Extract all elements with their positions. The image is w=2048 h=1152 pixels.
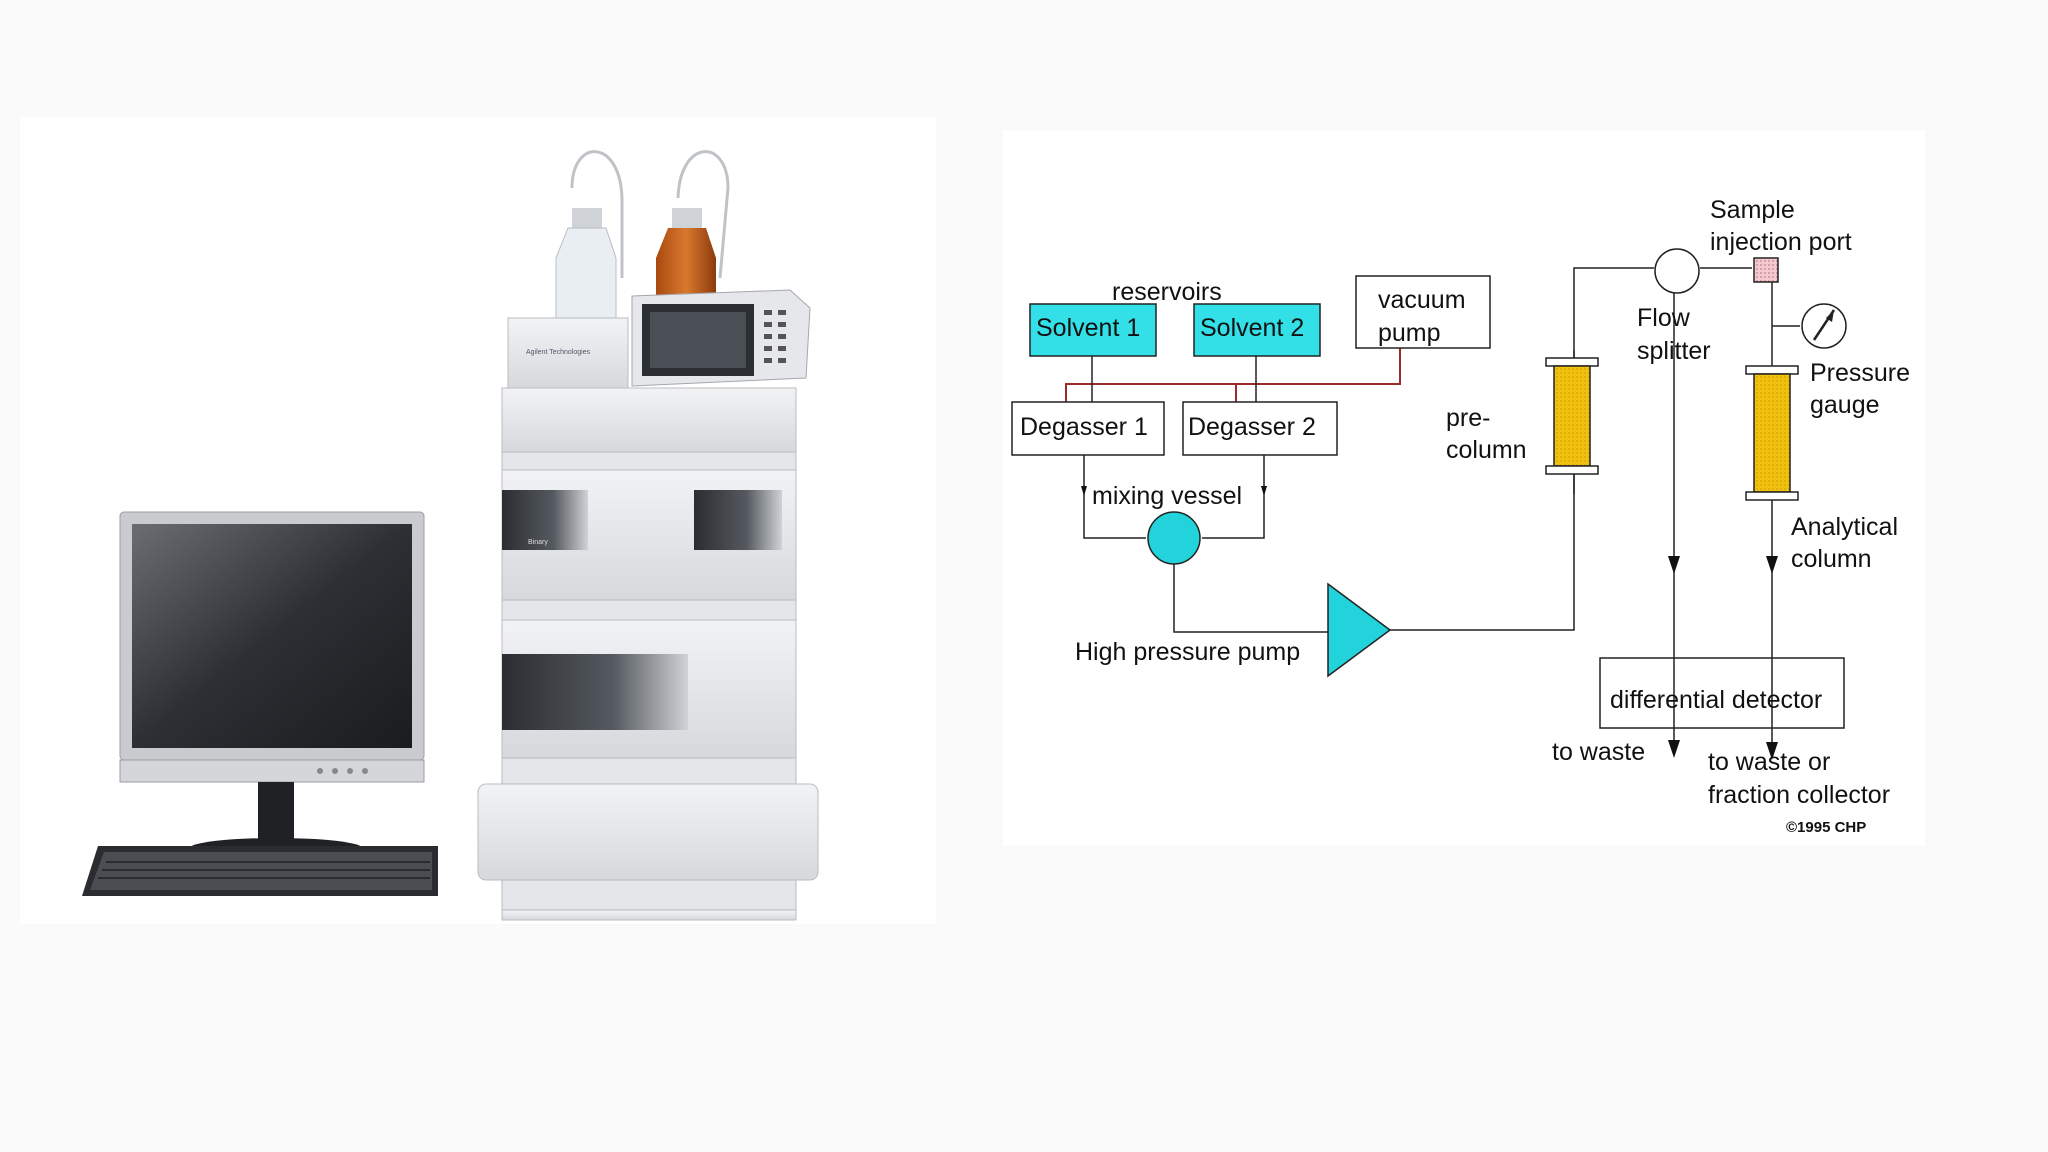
differential-detector: differential detector	[1599, 657, 1845, 729]
vacuum-pump: vacuum pump	[1355, 275, 1491, 349]
solvent-2-reservoir: Solvent 2	[1193, 303, 1321, 357]
pressure-gauge-label-1: Pressure	[1810, 359, 1910, 387]
precolumn-label-1: pre-	[1446, 404, 1490, 432]
degasser-1: Degasser 1	[1011, 401, 1165, 456]
flow-splitter	[1654, 248, 1700, 294]
sample-injection-label-2: injection port	[1710, 228, 1852, 256]
solvent-1-label: Solvent 1	[1036, 314, 1140, 342]
hplc-schematic-diagram: reservoirs Solvent 1 Solvent 2 vacuum pu…	[1003, 130, 1925, 846]
reservoirs-label: reservoirs	[1112, 278, 1222, 306]
solvent-2-label: Solvent 2	[1200, 314, 1304, 342]
copyright-label: ©1995 CHP	[1786, 819, 1866, 836]
degasser-1-label: Degasser 1	[1020, 413, 1148, 441]
mixing-vessel	[1147, 511, 1201, 565]
to-waste-or-label-1: to waste or	[1708, 748, 1830, 776]
analytical-column-label-2: column	[1791, 545, 1872, 573]
to-waste-label: to waste	[1552, 738, 1645, 766]
high-pressure-pump-label: High pressure pump	[1075, 638, 1300, 666]
degasser-2: Degasser 2	[1182, 401, 1338, 456]
sample-injection-label-1: Sample	[1710, 196, 1795, 224]
hplc-instrument-photo: Agilent Technologies Binary	[20, 118, 936, 924]
vacuum-pump-label-1: vacuum	[1378, 286, 1466, 314]
vacuum-lines	[1065, 348, 1401, 402]
flow-splitter-label-2: splitter	[1637, 337, 1711, 365]
hplc-instrument-illustration: Agilent Technologies Binary	[82, 150, 819, 921]
mixing-vessel-label: mixing vessel	[1092, 482, 1242, 510]
vacuum-pump-label-2: pump	[1378, 319, 1441, 347]
flow-splitter-label-1: Flow	[1637, 304, 1691, 332]
controller-unit	[631, 289, 811, 387]
pressure-gauge-label-2: gauge	[1810, 391, 1880, 419]
flow-arrows	[1081, 486, 1778, 760]
agilent-logo: Agilent Technologies	[526, 349, 591, 356]
pre-column	[1545, 357, 1599, 475]
solvent-1-reservoir: Solvent 1	[1029, 303, 1157, 357]
hplc-flow-diagram: reservoirs Solvent 1 Solvent 2 vacuum pu…	[1011, 196, 1910, 836]
to-waste-or-label-2: fraction collector	[1708, 781, 1890, 809]
pressure-gauge	[1772, 303, 1847, 349]
sample-injection-port	[1753, 257, 1779, 283]
analytical-column-label-1: Analytical	[1791, 513, 1898, 541]
differential-detector-label: differential detector	[1610, 686, 1822, 714]
monitor	[119, 511, 425, 858]
degasser-2-label: Degasser 2	[1188, 413, 1316, 441]
analytical-column	[1745, 365, 1799, 501]
keyboard	[82, 846, 438, 896]
high-pressure-pump	[1327, 582, 1392, 678]
precolumn-label-2: column	[1446, 436, 1527, 464]
binary-module-label: Binary	[528, 539, 548, 546]
instrument-stack: Agilent Technologies Binary	[477, 317, 819, 921]
